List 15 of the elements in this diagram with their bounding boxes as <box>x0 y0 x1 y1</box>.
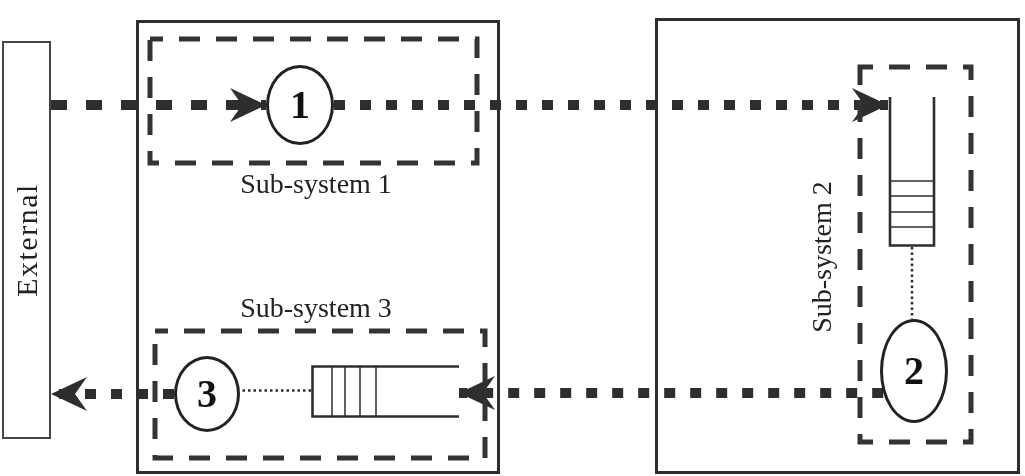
subsystem-label: Sub-system 1 <box>240 170 392 198</box>
queue-symbol <box>311 365 459 418</box>
process-number: 3 <box>197 374 217 414</box>
process-number: 2 <box>904 351 924 391</box>
subsystem-label: Sub-system 3 <box>240 294 392 322</box>
subsystem-label: Sub-system 2 <box>808 181 836 333</box>
flow-arrow <box>51 88 266 122</box>
entity-label: External <box>11 183 42 297</box>
flow-arrow <box>51 377 174 411</box>
external-entity-box <box>2 41 51 439</box>
queue-symbol <box>888 97 936 247</box>
flow-arrow <box>334 88 888 122</box>
process-number: 1 <box>290 85 310 125</box>
system-box <box>136 20 500 474</box>
system-box <box>655 18 1020 474</box>
